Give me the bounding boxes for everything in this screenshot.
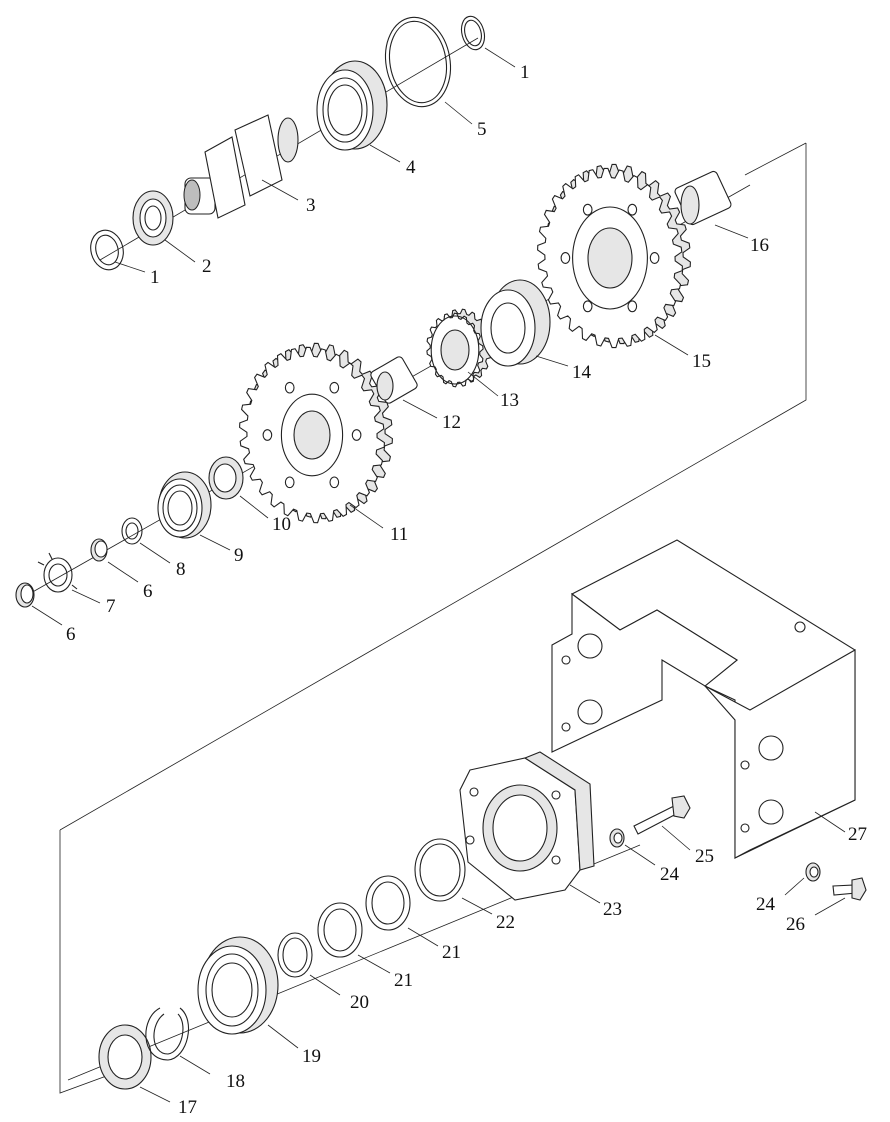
spacer-part: [208, 456, 244, 500]
gear-lightening-hole: [351, 429, 362, 441]
ring-part: [277, 932, 313, 978]
gear-hub: [280, 393, 344, 477]
sleeve-part: [480, 279, 551, 367]
callout-10: 10: [272, 514, 291, 535]
gear-lightening-hole: [329, 381, 340, 394]
washer-part: [121, 517, 143, 545]
callout-16: 16: [750, 235, 769, 256]
callout-9: 9: [234, 545, 244, 566]
gear-bore: [587, 227, 633, 289]
callout-4: 4: [406, 157, 416, 178]
callout-18: 18: [226, 1071, 245, 1092]
callout-11: 11: [390, 524, 408, 545]
callout-21: 21: [442, 942, 461, 963]
top-shaft-group: [90, 15, 516, 273]
middle-gear-group: [15, 163, 751, 626]
bearing-part: [132, 190, 174, 246]
bearing-part: [157, 471, 212, 539]
lock-nut-part: [15, 582, 35, 608]
spline-gear-part: [426, 308, 492, 388]
callout-23: 23: [603, 899, 622, 920]
callout-14: 14: [572, 362, 592, 383]
gear-lightening-hole: [329, 476, 340, 489]
needle-bearing-part: [674, 170, 732, 226]
bearing-part: [316, 60, 388, 151]
callout-24: 24: [756, 894, 776, 915]
gear-lightening-hole: [582, 203, 593, 216]
callout-3: 3: [306, 195, 316, 216]
callout-21: 21: [394, 970, 413, 991]
gear-lightening-hole: [627, 300, 638, 313]
callout-1: 1: [150, 267, 160, 288]
gear-hub: [572, 206, 648, 310]
lock-nut-part: [90, 538, 108, 562]
large-gear-part: [239, 342, 393, 524]
bolt-part: [832, 877, 867, 901]
gear-shaft-part: [183, 114, 299, 219]
mounting-bracket-part: [551, 539, 856, 859]
callout-12: 12: [442, 412, 461, 433]
flange-housing-part: [459, 751, 595, 901]
gear-bore: [293, 410, 331, 460]
callout-26: 26: [786, 914, 805, 935]
callout-6: 6: [143, 581, 153, 602]
shim-part: [365, 875, 411, 931]
callout-27: 27: [848, 824, 867, 845]
callout-20: 20: [350, 992, 369, 1013]
bolt-part: [633, 795, 691, 835]
callout-8: 8: [176, 559, 186, 580]
gear-bore: [440, 329, 470, 371]
gear-lightening-hole: [649, 252, 660, 264]
washer-part: [805, 862, 821, 882]
gear-hub: [430, 315, 480, 385]
gear-lightening-hole: [262, 429, 273, 441]
callout-1: 1: [520, 62, 530, 83]
callout-13: 13: [500, 390, 519, 411]
gear-lightening-hole: [627, 203, 638, 216]
shim-part: [317, 902, 363, 958]
lower-flange-group: [67, 751, 867, 1103]
ring-part: [414, 838, 466, 902]
washer-part: [98, 1024, 152, 1090]
callout-19: 19: [302, 1046, 321, 1067]
large-gear-part: [537, 163, 691, 349]
callout-24: 24: [660, 864, 680, 885]
gear-lightening-hole: [284, 381, 295, 394]
washer-part: [609, 828, 625, 848]
snap-ring-part: [460, 15, 486, 51]
gear-lightening-hole: [560, 252, 571, 264]
callout-25: 25: [695, 846, 714, 867]
callout-7: 7: [106, 596, 116, 617]
callout-labels: 1 1 2 3 4 5 6 6 7 8 9 10 11 12 13 14 15 …: [66, 62, 867, 1118]
lock-washer-part: [37, 552, 78, 593]
snap-ring-part: [90, 229, 124, 271]
callout-22: 22: [496, 912, 515, 933]
snap-ring-part: [145, 1007, 189, 1061]
gear-lightening-hole: [582, 300, 593, 313]
needle-bearing-part: [370, 356, 418, 404]
retaining-ring-part: [384, 16, 452, 108]
callout-15: 15: [692, 351, 711, 372]
gear-lightening-hole: [284, 476, 295, 489]
callout-17: 17: [178, 1097, 197, 1117]
bearing-part: [197, 936, 279, 1035]
callout-2: 2: [202, 256, 212, 277]
callout-5: 5: [477, 119, 487, 140]
callout-6: 6: [66, 624, 76, 645]
